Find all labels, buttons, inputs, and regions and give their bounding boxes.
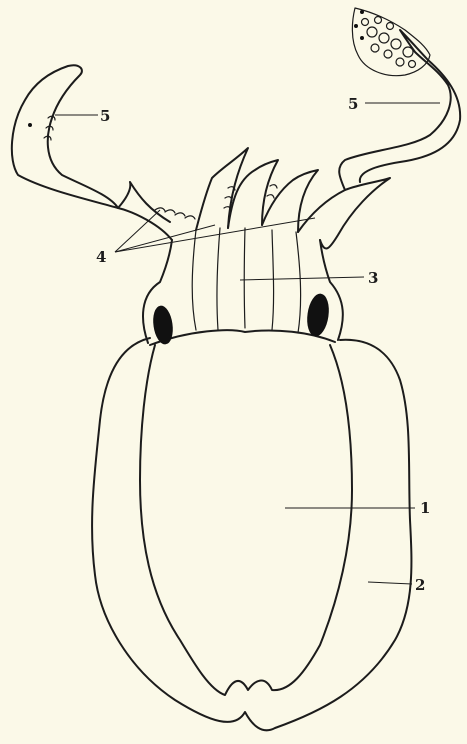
- right-eye: [305, 293, 331, 337]
- label-2: 2: [415, 576, 425, 594]
- arm-1: [118, 182, 172, 240]
- label-3: 3: [368, 269, 378, 287]
- left-club-dot: [29, 124, 32, 127]
- arm-3: [228, 160, 278, 228]
- head-groove-1: [192, 230, 196, 330]
- label-5-right: 5: [348, 95, 358, 113]
- arm-2: [196, 148, 248, 230]
- label-4: 4: [96, 248, 106, 266]
- left-eye: [151, 305, 174, 345]
- head-groove-2: [217, 228, 220, 330]
- head-groove-4: [272, 230, 274, 330]
- mantle-collar: [150, 330, 335, 345]
- head-groove-3: [244, 228, 245, 328]
- mantle-outline: [140, 345, 352, 695]
- leader-2: [368, 582, 412, 584]
- head-groove-5: [296, 232, 301, 333]
- label-5-left: 5: [100, 107, 110, 125]
- fin-outline: [92, 338, 411, 730]
- leader-4c: [115, 218, 315, 252]
- leader-3: [240, 277, 364, 280]
- left-tentacle: [12, 65, 118, 208]
- label-1: 1: [420, 499, 430, 517]
